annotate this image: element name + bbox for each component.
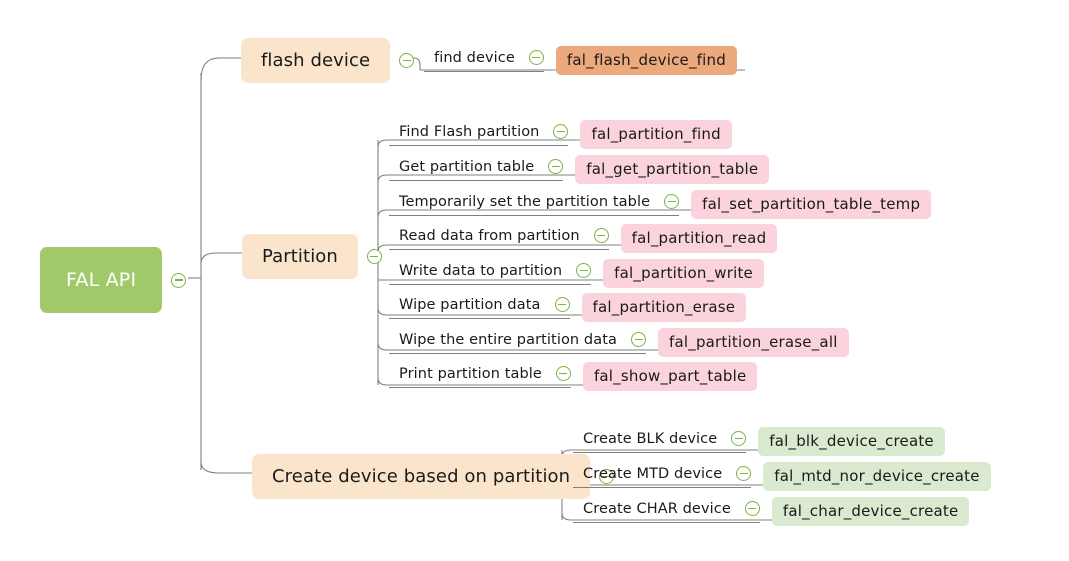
- leaf-row-print-partition-table[interactable]: Print partition table fal_show_part_tabl…: [389, 362, 758, 391]
- connector-to-partition: [200, 252, 242, 265]
- function-chip-fal-char-device-create[interactable]: fal_char_device_create: [771, 497, 970, 526]
- leaf-label-get-partition-table: Get partition table: [399, 158, 535, 175]
- leaf-collapse-toggle-get-partition-table[interactable]: [548, 159, 564, 174]
- leaf-collapse-toggle-temporarily-set-the-partition-table[interactable]: [664, 194, 680, 209]
- connector-to-flash-device: [200, 57, 241, 81]
- leaf-label-read-data-from-partition: Read data from partition: [399, 227, 580, 244]
- leaf-label-print-partition-table: Print partition table: [399, 365, 542, 382]
- branch-collapse-toggle-create-device[interactable]: [599, 469, 615, 484]
- leaf-row-wipe-partition-data[interactable]: Wipe partition data fal_partition_erase: [389, 293, 747, 322]
- leaf-row-create-mtd-device[interactable]: Create MTD device fal_mtd_nor_device_cre…: [573, 462, 991, 491]
- leaf-label-temporarily-set-the-partition-table: Temporarily set the partition table: [399, 193, 651, 210]
- branch-collapse-toggle-partition[interactable]: [366, 249, 382, 264]
- function-chip-fal-partition-find[interactable]: fal_partition_find: [580, 120, 732, 149]
- leaf-label-wipe-the-entire-partition-data: Wipe the entire partition data: [399, 331, 617, 348]
- leaf-collapse-toggle-read-data-from-partition[interactable]: [593, 228, 609, 243]
- leaf-row-create-char-device[interactable]: Create CHAR device fal_char_device_creat…: [573, 497, 970, 526]
- branch-label-partition: Partition: [242, 234, 358, 279]
- leaf-collapse-toggle-create-char-device[interactable]: [744, 501, 760, 516]
- branch-node-flash-device[interactable]: flash device: [241, 38, 415, 83]
- function-chip-fal-partition-erase[interactable]: fal_partition_erase: [581, 293, 747, 322]
- leaf-label-find-flash-partition: Find Flash partition: [399, 123, 540, 140]
- root-collapse-toggle[interactable]: [171, 272, 187, 288]
- branch-node-create-device[interactable]: Create device based on partition: [252, 454, 615, 499]
- leaf-row-find-device[interactable]: find device fal_flash_device_find: [424, 46, 737, 75]
- leaf-label-create-blk-device: Create BLK device: [583, 430, 718, 447]
- function-chip-fal-blk-device-create[interactable]: fal_blk_device_create: [758, 427, 945, 456]
- leaf-row-temporarily-set-the-partition-table[interactable]: Temporarily set the partition table fal_…: [389, 190, 932, 219]
- leaf-collapse-toggle-find-device[interactable]: [528, 50, 544, 65]
- leaf-collapse-toggle-write-data-to-partition[interactable]: [576, 263, 592, 278]
- leaf-label-find-device: find device: [434, 49, 515, 66]
- leaf-label-create-mtd-device: Create MTD device: [583, 465, 723, 482]
- branch-label-flash-device: flash device: [241, 38, 391, 83]
- branch-node-partition[interactable]: Partition: [242, 234, 382, 279]
- leaf-collapse-toggle-wipe-the-entire-partition-data[interactable]: [631, 332, 646, 347]
- leaf-label-wipe-partition-data: Wipe partition data: [399, 296, 541, 313]
- leaf-label-write-data-to-partition: Write data to partition: [399, 262, 563, 279]
- branch-label-create-device: Create device based on partition: [252, 454, 591, 499]
- leaf-collapse-toggle-create-mtd-device[interactable]: [736, 466, 752, 481]
- function-chip-fal-get-partition-table[interactable]: fal_get_partition_table: [575, 155, 770, 184]
- function-chip-fal-mtd-nor-device-create[interactable]: fal_mtd_nor_device_create: [763, 462, 991, 491]
- function-chip-fal-set-partition-table-temp[interactable]: fal_set_partition_table_temp: [691, 190, 932, 219]
- leaf-row-get-partition-table[interactable]: Get partition table fal_get_partition_ta…: [389, 155, 770, 184]
- leaf-collapse-toggle-print-partition-table[interactable]: [555, 366, 571, 381]
- leaf-label-create-char-device: Create CHAR device: [583, 500, 731, 517]
- leaf-row-read-data-from-partition[interactable]: Read data from partition fal_partition_r…: [389, 224, 778, 253]
- root-label: FAL API: [40, 247, 163, 313]
- function-chip-fal-show-part-table[interactable]: fal_show_part_table: [582, 362, 758, 391]
- leaf-collapse-toggle-create-blk-device[interactable]: [731, 431, 747, 446]
- function-chip-fal-partition-read[interactable]: fal_partition_read: [620, 224, 778, 253]
- leaf-collapse-toggle-wipe-partition-data[interactable]: [554, 297, 570, 312]
- leaf-row-wipe-the-entire-partition-data[interactable]: Wipe the entire partition data fal_parti…: [389, 328, 849, 357]
- connector-to-create-device: [200, 461, 252, 474]
- function-chip-fal-partition-write[interactable]: fal_partition_write: [603, 259, 764, 288]
- leaf-row-find-flash-partition[interactable]: Find Flash partition fal_partition_find: [389, 120, 732, 149]
- function-chip-fal-flash-device-find[interactable]: fal_flash_device_find: [555, 46, 737, 75]
- branch-collapse-toggle-flash-device[interactable]: [399, 53, 415, 68]
- root-node[interactable]: FAL API: [40, 247, 187, 313]
- function-chip-fal-partition-erase-all[interactable]: fal_partition_erase_all: [658, 328, 849, 357]
- leaf-row-write-data-to-partition[interactable]: Write data to partition fal_partition_wr…: [389, 259, 764, 288]
- leaf-collapse-toggle-find-flash-partition[interactable]: [553, 124, 569, 139]
- leaf-row-create-blk-device[interactable]: Create BLK device fal_blk_device_create: [573, 427, 945, 456]
